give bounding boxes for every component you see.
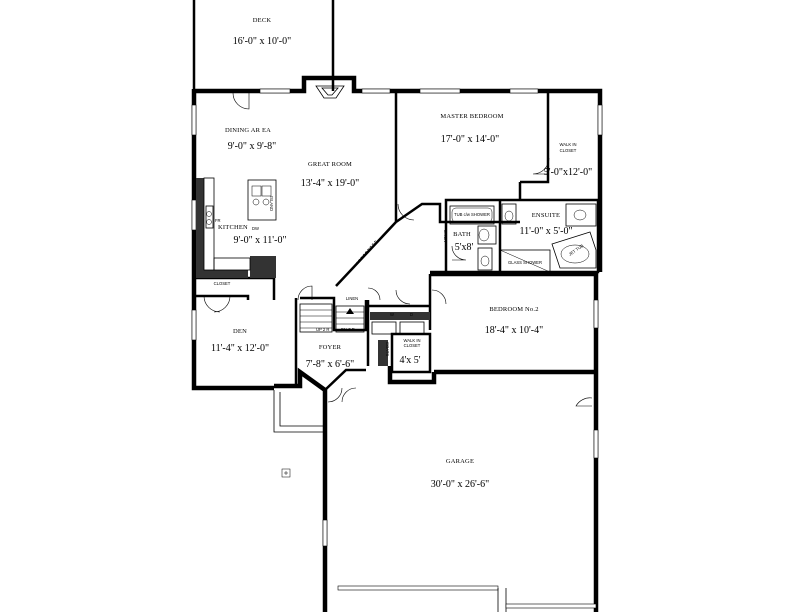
linen-label-hall: LINEN [346, 296, 358, 301]
dryer-label: D [410, 312, 413, 317]
stairs-down-label: DN 7 R [341, 327, 355, 332]
room-labels: DINING AR EA 9'-0" x 9'-8" GREAT ROOM 13… [211, 113, 592, 490]
foyer-name: FOYER [319, 344, 342, 351]
walkin2-name2: CLOSET [404, 343, 421, 348]
garage-name: GARAGE [446, 458, 474, 465]
closet-labels: CLOSET LINEN LINEN COATS [214, 230, 448, 356]
bath-dim: 5'x8' [455, 242, 474, 253]
dining-name: DINING AR EA [225, 127, 271, 134]
master-dim: 17'-0" x 14'-0" [441, 134, 499, 145]
den-name: DEN [233, 328, 247, 335]
tub-shower-label: TUB c/w SHOWER [454, 212, 490, 217]
fireplace [315, 85, 345, 99]
kitchen-cabinets: ISLAND FR DW [196, 177, 277, 278]
bath-name: BATH [453, 231, 471, 238]
deck-name: DECK [253, 17, 272, 24]
great-room-dim: 13'-4" x 19'-0" [301, 178, 359, 189]
master-name: MASTER BEDROOM [440, 113, 503, 120]
coats-label: COATS [385, 342, 390, 356]
dining-dim: 9'-0" x 9'-8" [228, 141, 276, 152]
walkin2-dim: 4'x 5' [399, 355, 420, 366]
front-porch [273, 390, 325, 478]
closet-label: CLOSET [214, 281, 231, 286]
bedroom2-dim: 18'-4" x 10'-4" [485, 325, 543, 336]
glass-shower-label: GLASS SHOWER [508, 260, 542, 265]
door-swings [203, 92, 593, 407]
great-room-name: GREAT ROOM [308, 161, 352, 168]
windows [191, 88, 603, 547]
garage-dim: 30'-0" x 26'-6" [431, 479, 489, 490]
bedroom2-name: BEDROOM No.2 [489, 306, 538, 313]
kitchen-dim: 9'-0" x 11'-0" [233, 235, 286, 246]
dw-label: DW [252, 226, 259, 231]
walkin-master-dim: 5'-0"x12'-0" [544, 167, 592, 178]
garage-door [337, 585, 597, 612]
deck-dim: 16'-0" x 10'-0" [233, 36, 291, 47]
washer-label: W [390, 312, 394, 317]
walkin-master-name1: WALK IN [559, 142, 576, 147]
ensuite-dim: 11'-0" x 5'-0" [519, 226, 572, 237]
kitchen-name: KITCHEN [218, 224, 248, 231]
stairs: UP 2 R DN 7 R W D [299, 303, 430, 366]
bath-fixtures: TUB c/w SHOWER GLASS SHOWER JET TUB [449, 203, 597, 273]
dashed-opening [339, 239, 377, 283]
ensuite-name: ENSUITE [532, 212, 560, 219]
foyer-dim: 7'-8" x 6'-6" [306, 359, 354, 370]
walkin-master-name2: CLOSET [560, 148, 577, 153]
den-dim: 11'-4" x 12'-0" [211, 343, 269, 354]
exterior-walls [191, 75, 603, 612]
walkin2-name1: WALK IN [403, 338, 420, 343]
island-label: ISLAND [269, 196, 274, 211]
linen-label-bath: LINEN [443, 230, 448, 242]
stairs-up-label: UP 2 R [316, 327, 329, 332]
fridge-label: FR [215, 218, 221, 223]
